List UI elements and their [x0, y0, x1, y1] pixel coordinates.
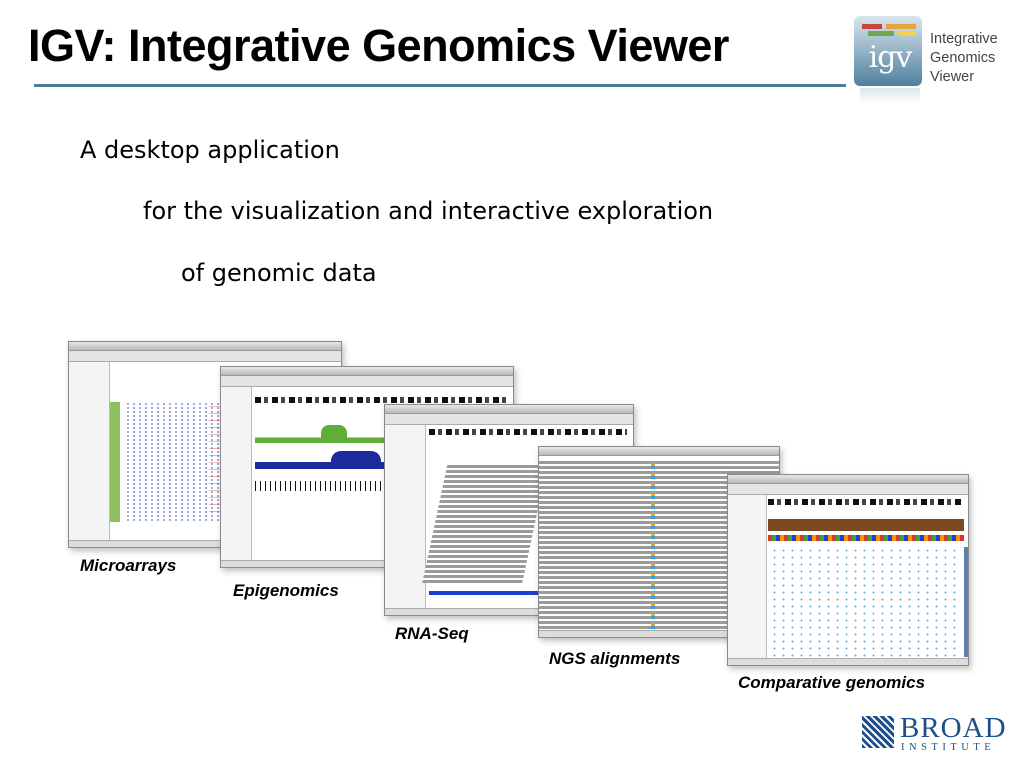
broad-logo-word: BROAD	[900, 712, 1007, 744]
igv-logo-reflection	[860, 88, 920, 104]
igv-logo-bars	[862, 24, 920, 38]
slide-title: IGV: Integrative Genomics Viewer	[28, 20, 729, 71]
igv-logo-word: Integrative	[930, 31, 998, 47]
broad-logo-mark	[862, 716, 894, 748]
igv-logo-wordmark: Integrative Genomics Viewer	[930, 30, 998, 87]
title-rule	[34, 84, 846, 87]
body-line-2: for the visualization and interactive ex…	[143, 197, 714, 225]
caption-microarrays: Microarrays	[80, 556, 177, 575]
igv-logo-mark-text: igv	[868, 40, 913, 75]
screenshot-epigenomics	[220, 366, 514, 568]
screenshot-comparative-genomics	[727, 474, 969, 666]
igv-logo-mark: igv	[854, 16, 922, 86]
body-line-3: of genomic data	[181, 259, 377, 287]
broad-institute-logo: BROAD INSTITUTE	[862, 712, 1012, 756]
igv-logo-word: Viewer	[930, 69, 975, 85]
caption-rna-seq: RNA-Seq	[395, 624, 469, 643]
igv-logo-word: Genomics	[930, 50, 996, 66]
caption-ngs-alignments: NGS alignments	[549, 649, 681, 668]
caption-comparative-genomics: Comparative genomics	[738, 673, 926, 692]
body-line-1: A desktop application	[80, 136, 340, 164]
caption-epigenomics: Epigenomics	[233, 581, 339, 600]
igv-logo: igv Integrative Genomics Viewer	[852, 14, 1022, 106]
broad-logo-sub: INSTITUTE	[901, 742, 996, 753]
